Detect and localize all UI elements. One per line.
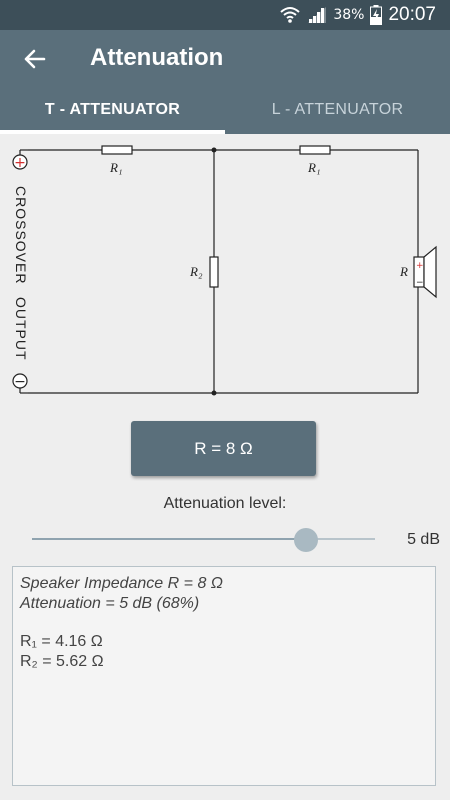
tab-bar: T - ATTENUATOR L - ATTENUATOR (0, 90, 450, 134)
crossover-label: CROSSOVER (13, 186, 29, 285)
app-bar: Attenuation (0, 30, 450, 90)
back-arrow-icon[interactable] (20, 44, 50, 74)
attenuation-value: 5 dB (407, 531, 440, 548)
result-attenuation: Attenuation = 5 dB (68%) (20, 595, 200, 612)
result-impedance: Speaker Impedance R = 8 Ω (20, 575, 223, 592)
battery-percent: 38% (333, 7, 365, 23)
resistor-r2 (209, 256, 219, 288)
output-label: OUTPUT (13, 297, 29, 361)
clock: 20:07 (388, 4, 436, 25)
result-r2: R₂ = 5.62 Ω (20, 653, 104, 670)
speaker-icon: + − (413, 245, 437, 299)
slider-fill (32, 538, 307, 540)
plus-sign: + (14, 155, 26, 171)
slider-thumb[interactable] (294, 528, 319, 552)
resistor-r1-left-label: R₁ (109, 160, 122, 175)
t-attenuator-circuit-diagram: R₁ R₁ R₂ + − R + − (12, 145, 437, 396)
resistor-r1-right (299, 145, 331, 155)
svg-text:+: + (416, 261, 424, 271)
resistor-r1-right-label: R₁ (307, 160, 320, 175)
result-r1: R₁ = 4.16 Ω (20, 633, 103, 650)
tab-t-attenuator[interactable]: T - ATTENUATOR (0, 90, 225, 134)
speaker-r-label: R (399, 264, 408, 279)
attenuation-level-label: Attenuation level: (163, 495, 287, 512)
page-title: Attenuation (90, 44, 224, 71)
resistor-r1-left (101, 145, 133, 155)
signal-icon (308, 7, 327, 23)
minus-sign: − (14, 374, 26, 390)
battery-charging-icon (370, 5, 383, 25)
status-bar: 38% 20:07 (0, 0, 450, 30)
svg-text:−: − (416, 278, 424, 288)
impedance-button[interactable]: R = 8 Ω (131, 421, 316, 476)
attenuation-slider[interactable] (32, 528, 375, 552)
result-panel: Speaker Impedance R = 8 Ω Attenuation = … (12, 566, 436, 786)
wifi-icon (280, 7, 300, 23)
resistor-r2-label: R₂ (189, 264, 203, 279)
tab-l-attenuator[interactable]: L - ATTENUATOR (271, 101, 404, 118)
